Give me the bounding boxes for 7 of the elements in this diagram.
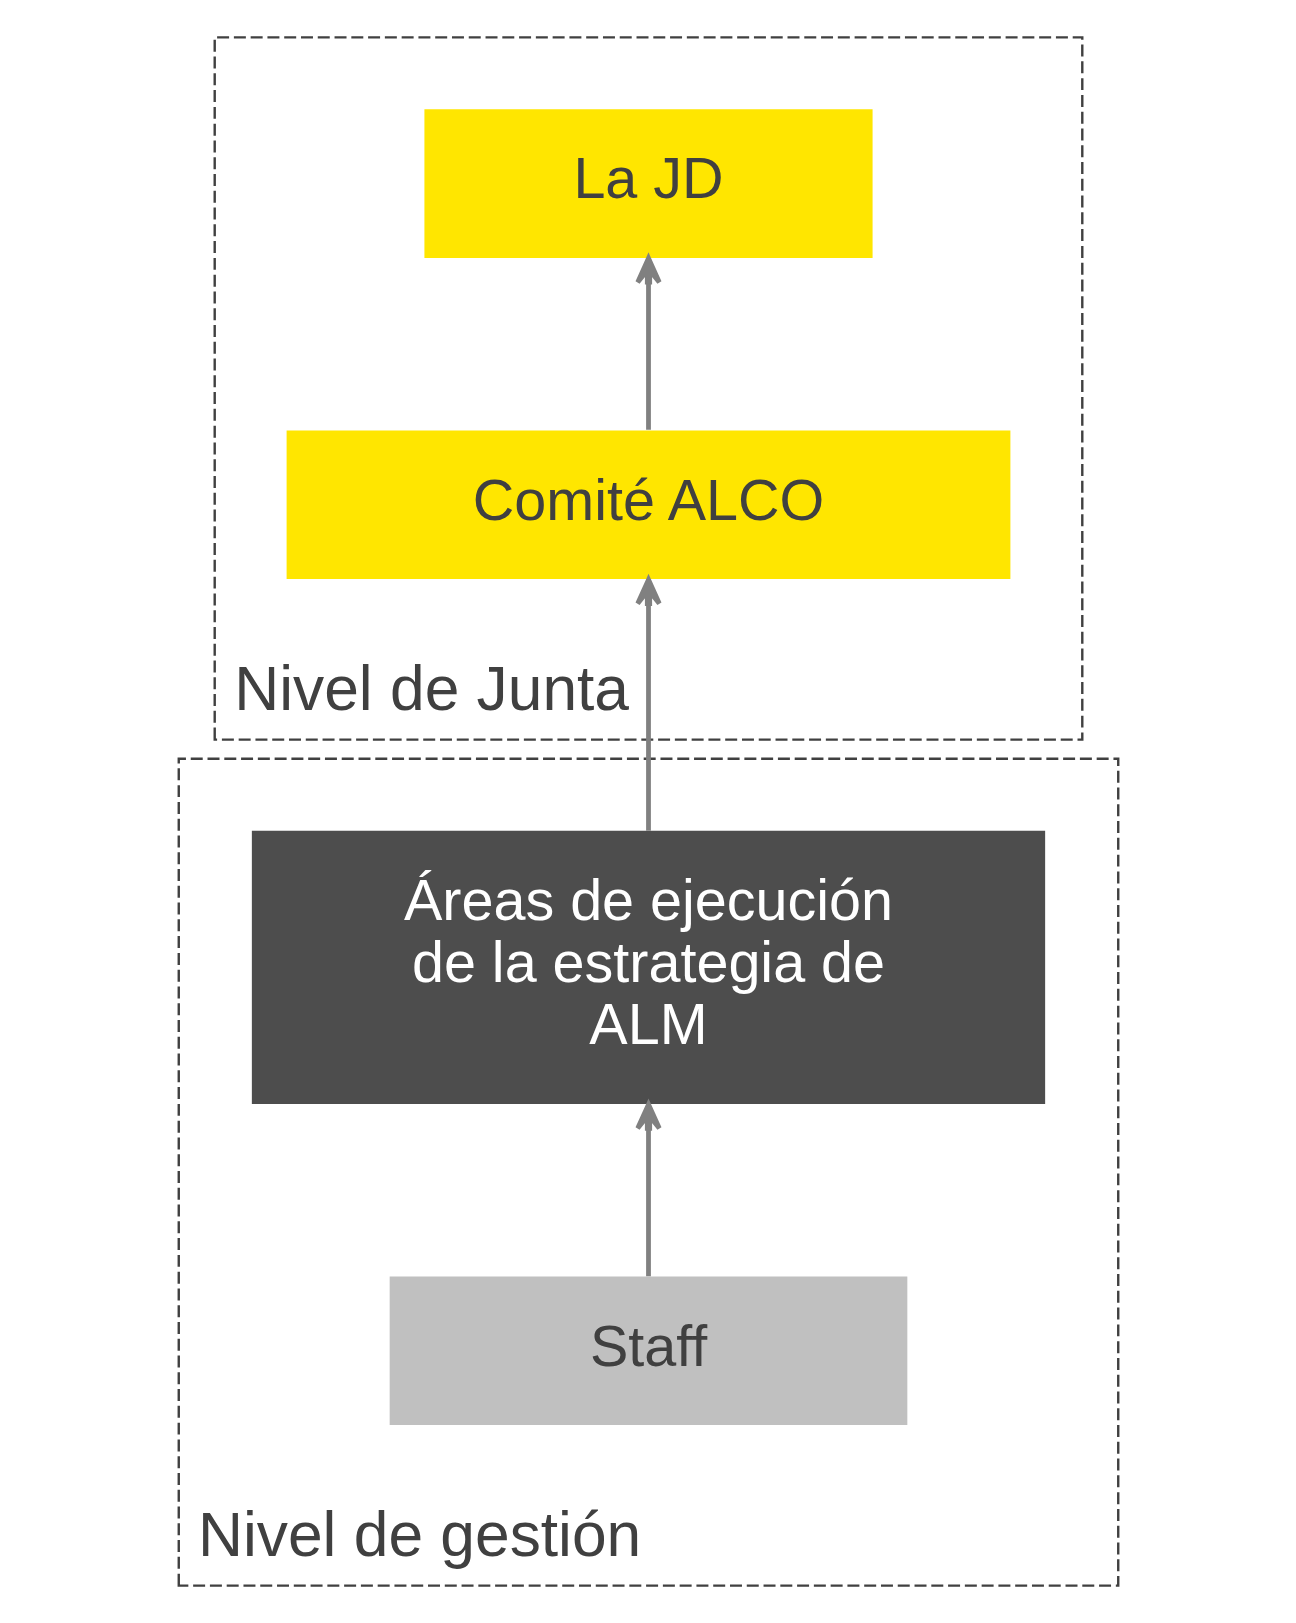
node-box: La JD xyxy=(423,109,873,258)
node-box: Áreas de ejecución de la estrategia de ALM xyxy=(251,830,1045,1104)
arrow xyxy=(634,1101,662,1277)
arrow xyxy=(634,577,662,831)
node-box: Comité ALCO xyxy=(286,430,1010,580)
node-box: Staff xyxy=(389,1276,907,1426)
arrow xyxy=(634,255,662,430)
